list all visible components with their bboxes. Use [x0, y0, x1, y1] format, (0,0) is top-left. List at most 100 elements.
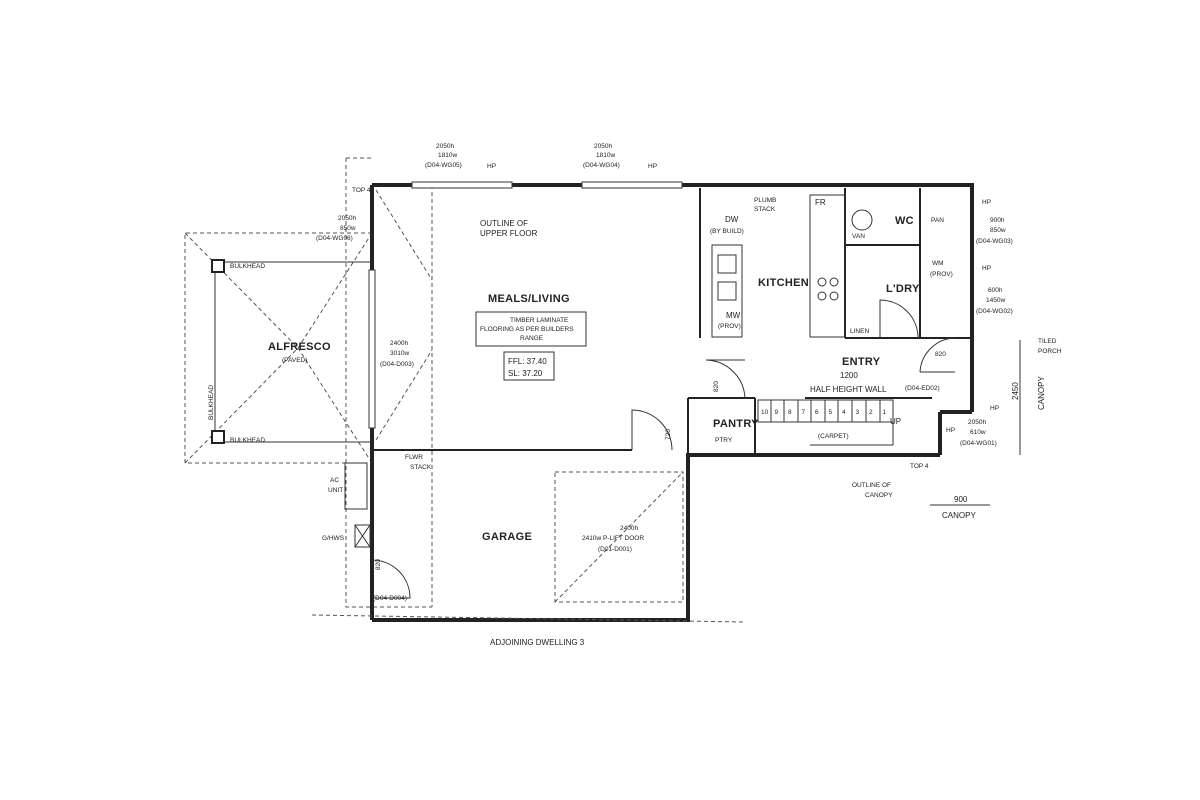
adjoining-dwelling-label: ADJOINING DWELLING 3	[490, 638, 585, 647]
wm-sub-label: (PROV)	[930, 271, 953, 278]
window-schedule: 2050h	[594, 143, 612, 150]
hp-marker: HP	[990, 405, 999, 412]
door-size: 820	[713, 381, 720, 392]
ac-unit-label: UNIT	[328, 487, 343, 494]
upper-floor-outline	[345, 157, 433, 608]
window-schedule: 1810w	[438, 152, 457, 159]
flooring-note: TIMBER LAMINATE	[510, 317, 569, 324]
window-schedule: (D04-WG02)	[976, 308, 1013, 315]
pan-label: PAN	[931, 217, 944, 224]
bulkhead-post	[211, 430, 225, 444]
exterior-walls	[370, 183, 974, 622]
alfresco-roof-outline	[184, 232, 373, 464]
tiled-porch-label: TILED	[1038, 338, 1057, 345]
canopy-dim: 900	[954, 495, 968, 504]
window-schedule: (D04-WG04)	[583, 162, 620, 169]
outline-upper-note: UPPER FLOOR	[480, 229, 538, 238]
porch-canopy-label: CANOPY	[1037, 376, 1046, 410]
tiled-porch-label: PORCH	[1038, 348, 1062, 355]
ac-unit-label: AC	[330, 477, 339, 484]
window-schedule: (D04-WG05)	[425, 162, 462, 169]
bulkhead-label: BULKHEAD	[230, 263, 265, 270]
window-schedule: 600h	[988, 287, 1003, 294]
stair-number: 4	[842, 409, 846, 416]
window-schedule: 2050h	[436, 143, 454, 150]
outline-canopy-label: CANOPY	[865, 492, 893, 499]
hp-marker: HP	[648, 163, 657, 170]
dw-label: DW	[725, 215, 739, 224]
window-schedule: (D04-WG01)	[960, 440, 997, 447]
pantry-sub-label: PTRY	[715, 437, 733, 444]
ffl-level: FFL: 37.40	[508, 357, 547, 366]
wm-label: WM	[932, 260, 944, 267]
carpet-label: (CARPET)	[818, 433, 849, 440]
room-label-laundry: L'DRY	[886, 283, 920, 295]
room-label-entry: ENTRY	[842, 356, 881, 368]
stair-number: 5	[829, 409, 833, 416]
flwr-stack-label: FLWR	[405, 454, 423, 461]
top-marker: TOP 4	[352, 187, 371, 194]
room-label-garage: GARAGE	[482, 531, 532, 543]
kitchen-fixtures	[711, 194, 873, 338]
porch-dim: 2450	[1011, 382, 1020, 400]
door-swings	[371, 299, 957, 599]
garage-door-outline	[554, 471, 684, 603]
window-top-2	[581, 181, 683, 189]
window-top-1	[411, 181, 513, 189]
window-schedule: 2050h	[338, 215, 356, 222]
flooring-note: FLOORING AS PER BUILDERS	[480, 326, 574, 333]
mw-sub-label: (PROV)	[718, 323, 741, 330]
window-schedule: 850w	[990, 227, 1006, 234]
window-schedule: 900h	[990, 217, 1005, 224]
window-schedule: (D04-WG06)	[316, 235, 353, 242]
stair-number: 6	[815, 409, 819, 416]
plumb-stack-label: PLUMB	[754, 197, 776, 204]
door-schedule: (D04-ED02)	[905, 385, 940, 392]
stair-up-label: UP	[890, 417, 901, 426]
room-label-kitchen: KITCHEN	[758, 277, 809, 289]
window-schedule: 2050h	[968, 419, 986, 426]
door-size: 820	[935, 351, 946, 358]
boundary-line	[311, 614, 746, 623]
window-schedule: (D04-D003)	[380, 361, 414, 368]
fridge-label: FR	[815, 198, 826, 207]
half-height-wall-label: HALF HEIGHT WALL	[810, 385, 887, 394]
door-size: 820	[375, 559, 382, 570]
room-sublabel-alfresco: (PAVED)	[282, 357, 307, 364]
flooring-note: RANGE	[520, 335, 544, 342]
linen-label: LINEN	[850, 328, 869, 335]
window-schedule: 850w	[340, 225, 356, 232]
stair-number: 10	[761, 409, 769, 416]
stair-number: 7	[802, 409, 806, 416]
staircase	[757, 399, 894, 446]
door-schedule: (D04-D004)	[373, 595, 407, 602]
slider-door	[368, 269, 376, 429]
hws-box	[354, 524, 371, 548]
window-schedule: (D04-WG03)	[976, 238, 1013, 245]
dw-sub-label: (BY BUILD)	[710, 228, 744, 235]
ac-unit-box	[344, 462, 368, 510]
outline-canopy-label: OUTLINE OF	[852, 482, 891, 489]
flwr-stack-label: STACK	[410, 464, 432, 471]
stair-number: 8	[788, 409, 792, 416]
canopy-label: CANOPY	[942, 511, 976, 520]
room-label-wc: WC	[895, 215, 914, 227]
hp-marker: HP	[982, 265, 991, 272]
bulkhead-label: BULKHEAD	[208, 385, 215, 420]
level-note-box	[503, 351, 555, 381]
vanity-label: VAN	[852, 233, 865, 240]
door-size: 720	[665, 429, 672, 440]
door-schedule: (D01-D001)	[598, 546, 632, 553]
top-marker: TOP 4	[910, 463, 929, 470]
stair-number: 9	[775, 409, 779, 416]
room-label-pantry: PANTRY	[713, 418, 759, 430]
door-schedule: 2400h	[620, 525, 638, 532]
entry-dim: 1200	[840, 371, 858, 380]
bulkhead-post	[211, 259, 225, 273]
hp-marker: HP	[946, 427, 955, 434]
flooring-note-box	[475, 311, 587, 347]
stair-number: 3	[856, 409, 860, 416]
plumb-stack-label: STACK	[754, 206, 776, 213]
